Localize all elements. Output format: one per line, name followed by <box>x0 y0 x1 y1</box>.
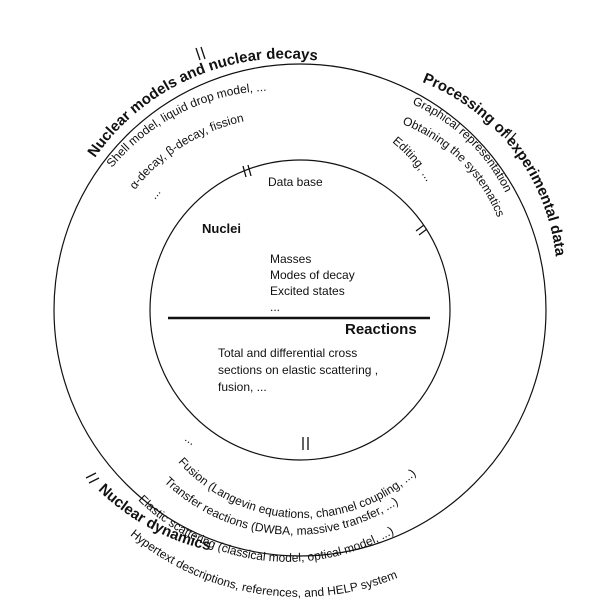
processing-line: Editing, ... <box>390 134 436 184</box>
nuclei-item: Excited states <box>270 284 345 298</box>
nuclei-title: Nuclei <box>202 221 241 236</box>
nuclei-item: Masses <box>270 252 311 266</box>
break-mark-right-outer <box>504 129 517 142</box>
break-mark-bottom-inner <box>302 437 309 450</box>
reactions-line: sections on elastic scattering , <box>218 363 378 377</box>
break-mark-right-inner <box>415 224 428 236</box>
outer-circle <box>53 63 547 557</box>
nuclear-models-line: ... <box>146 185 163 202</box>
break-mark-top-outer <box>195 46 206 61</box>
break-mark-left-outer <box>85 472 100 484</box>
reactions-line: fusion, ... <box>218 380 267 394</box>
database-label: Data base <box>268 175 323 189</box>
break-mark-top-inner <box>242 164 252 178</box>
reactions-title: Reactions <box>345 321 417 338</box>
nuclei-item: Modes of decay <box>270 268 355 282</box>
nuclear-dynamics-line: ... <box>182 431 198 448</box>
reactions-line: Total and differential cross <box>218 346 357 360</box>
nuclei-item: ... <box>270 300 280 314</box>
inner-circle <box>149 159 451 461</box>
